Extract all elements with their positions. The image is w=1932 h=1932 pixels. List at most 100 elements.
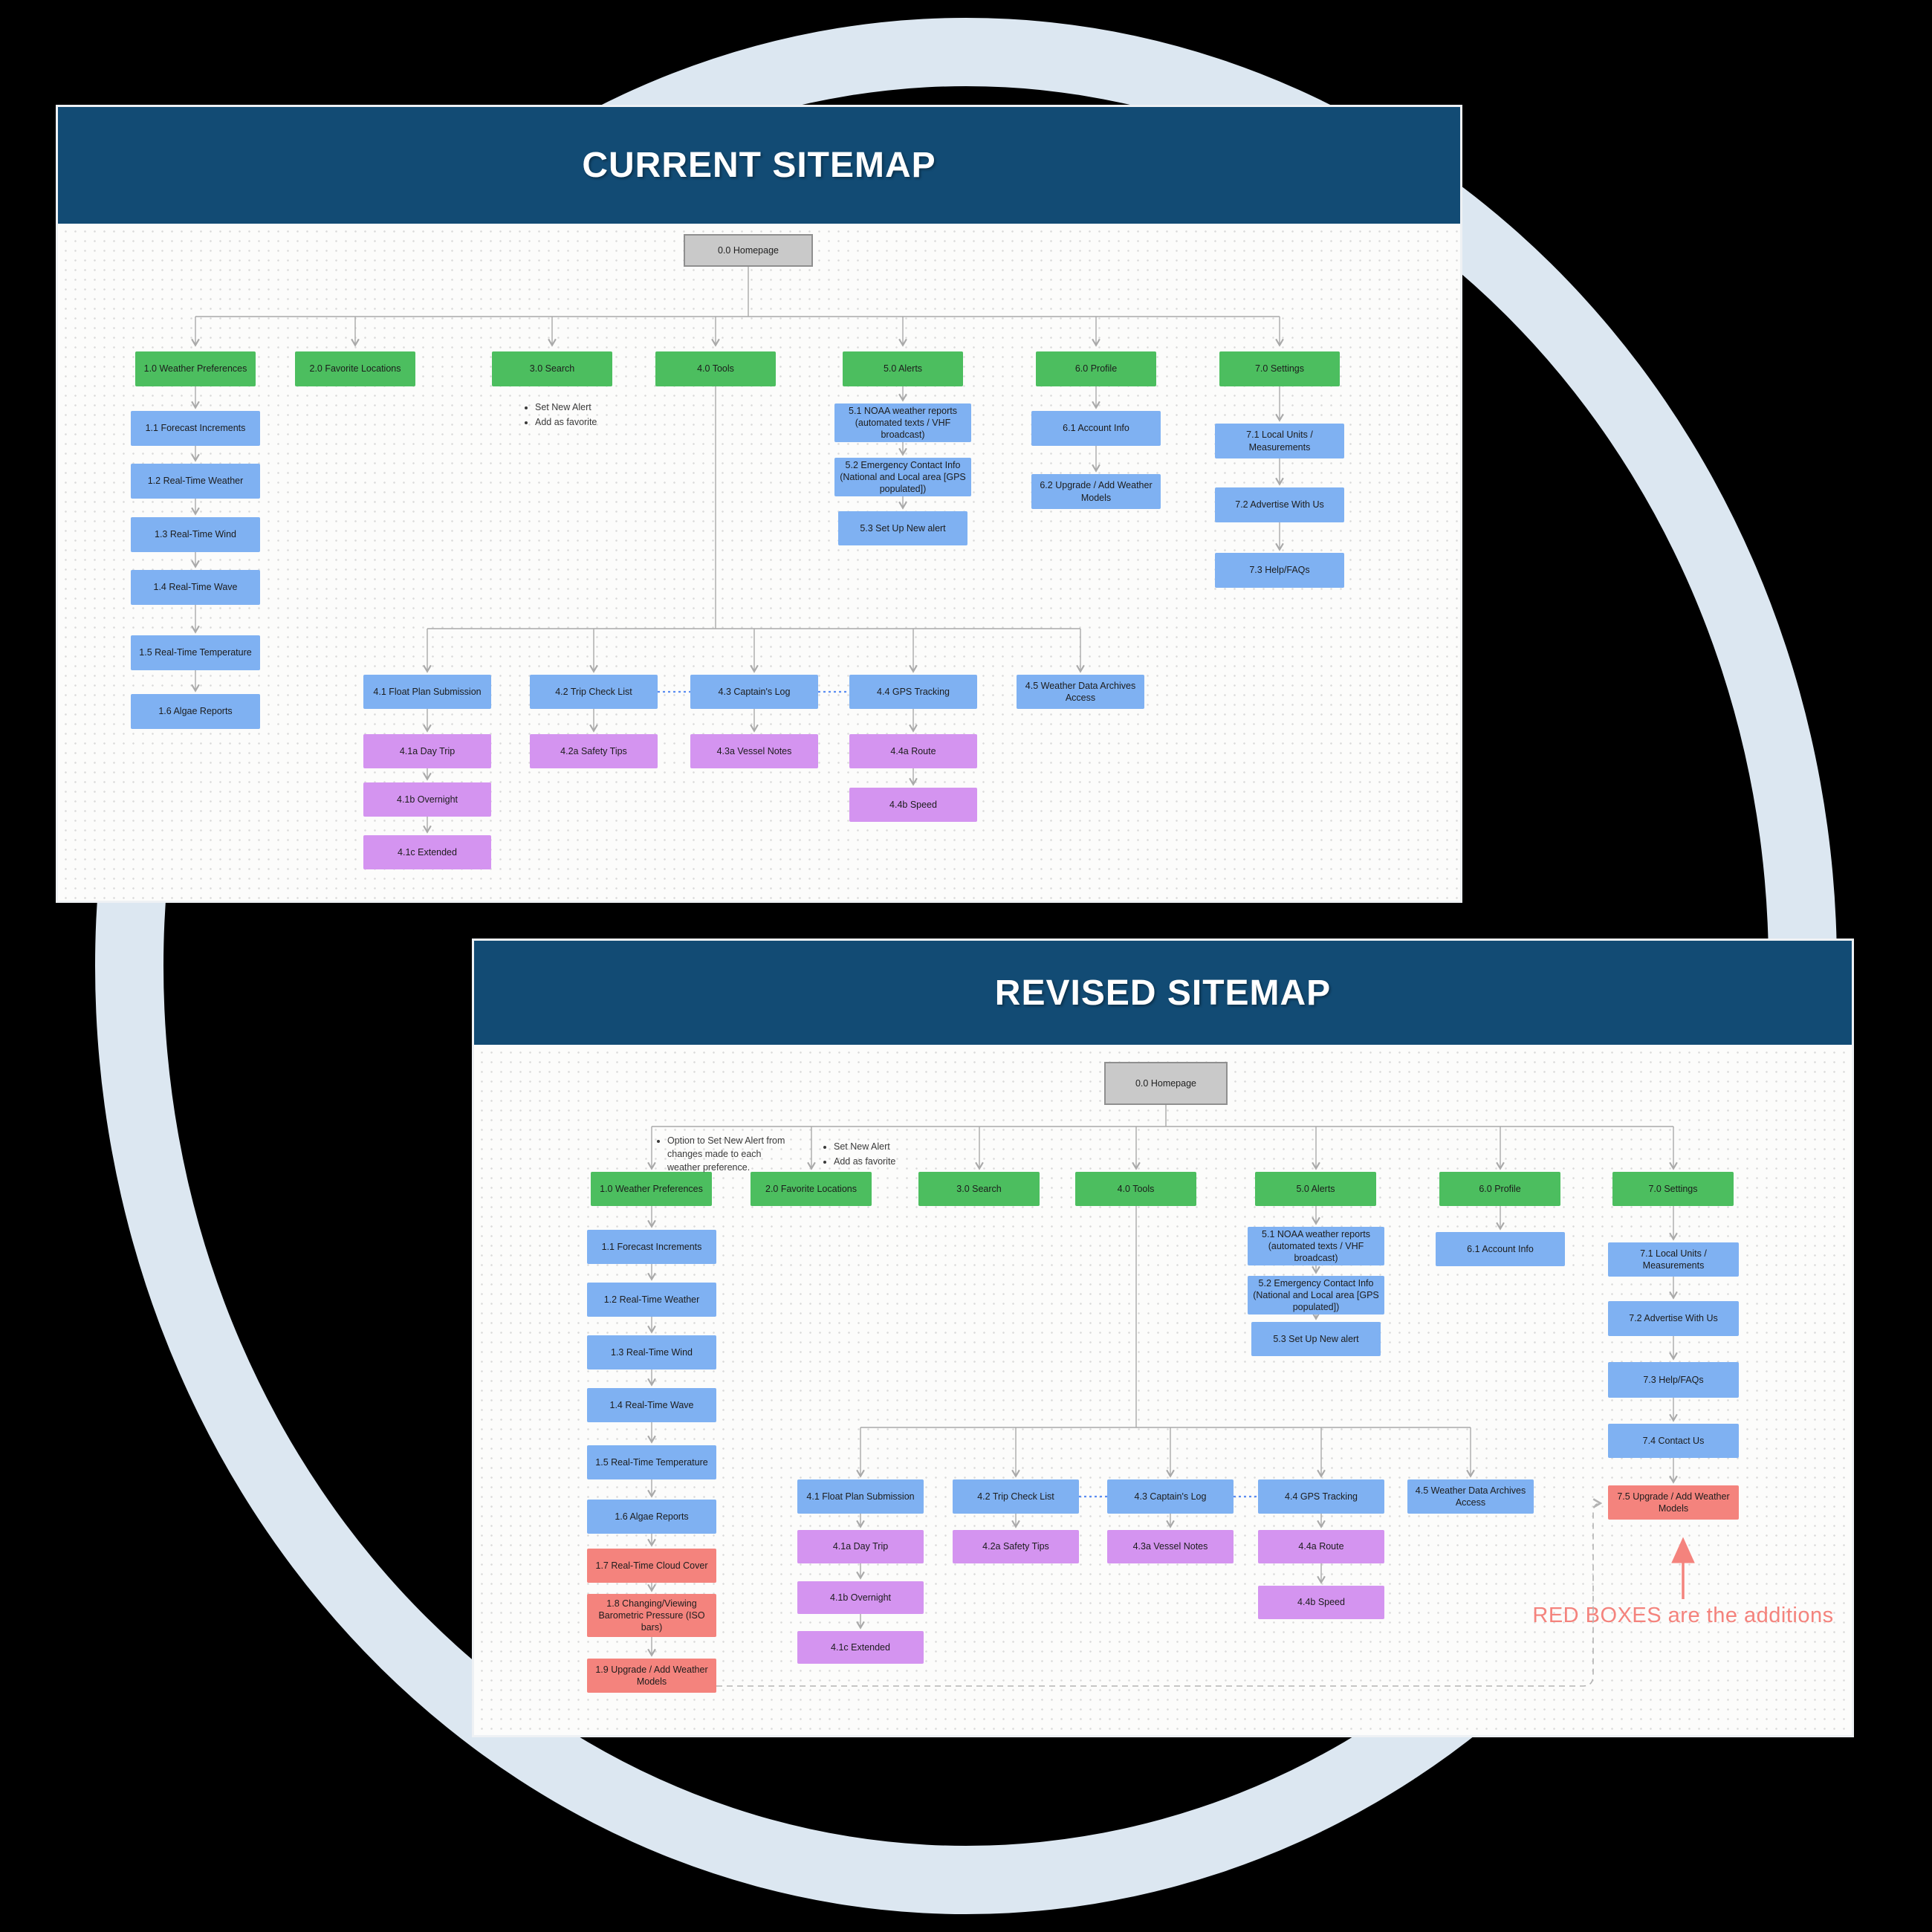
node-label: 7.5 Upgrade / Add Weather Models (1617, 1491, 1730, 1514)
node-label: 4.1b Overnight (830, 1592, 891, 1603)
node-6-2[interactable]: 6.2 Upgrade / Add Weather Models (1031, 474, 1161, 509)
node-1-7[interactable]: 1.7 Real-Time Cloud Cover (587, 1549, 716, 1583)
node-label: 1.0 Weather Preferences (600, 1183, 703, 1194)
revised-sitemap-panel: REVISED SITEMAP RED BOXES are the additi… (472, 939, 1854, 1737)
node-label: 4.1 Float Plan Submission (806, 1491, 915, 1502)
node-1-3[interactable]: 1.3 Real-Time Wind (131, 517, 260, 552)
node-4-3a[interactable]: 4.3a Vessel Notes (690, 734, 818, 768)
node-4-4a[interactable]: 4.4a Route (849, 734, 977, 768)
node-7-2[interactable]: 7.2 Advertise With Us (1215, 487, 1344, 522)
note-bullet: Option to Set New Alert from changes mad… (667, 1134, 792, 1174)
node-label: 4.0 Tools (1117, 1183, 1155, 1194)
node-4-0[interactable]: 4.0 Tools (655, 351, 776, 386)
node-4-4b[interactable]: 4.4b Speed (849, 788, 977, 822)
node-1-3[interactable]: 1.3 Real-Time Wind (587, 1335, 716, 1369)
node-6-1[interactable]: 6.1 Account Info (1436, 1232, 1565, 1266)
node-label: 4.4 GPS Tracking (1285, 1491, 1358, 1502)
node-1-6[interactable]: 1.6 Algae Reports (131, 694, 260, 729)
node-label: 1.2 Real-Time Weather (603, 1294, 700, 1305)
node-1-2[interactable]: 1.2 Real-Time Weather (587, 1283, 716, 1317)
node-4-3a[interactable]: 4.3a Vessel Notes (1107, 1530, 1234, 1563)
node-label: 4.1b Overnight (397, 794, 458, 805)
node-1-2[interactable]: 1.2 Real-Time Weather (131, 464, 260, 499)
node-4-2a[interactable]: 4.2a Safety Tips (953, 1530, 1079, 1563)
node-7-2[interactable]: 7.2 Advertise With Us (1608, 1301, 1739, 1336)
node-label: 1.4 Real-Time Wave (153, 582, 238, 593)
node-5-1[interactable]: 5.1 NOAA weather reports (automated text… (834, 403, 971, 442)
node-4-5[interactable]: 4.5 Weather Data Archives Access (1407, 1479, 1534, 1514)
node-4-1a[interactable]: 4.1a Day Trip (363, 734, 491, 768)
node-4-1b[interactable]: 4.1b Overnight (363, 782, 491, 817)
node-4-1a[interactable]: 4.1a Day Trip (797, 1530, 924, 1563)
node-3-0[interactable]: 3.0 Search (492, 351, 612, 386)
node-7-1[interactable]: 7.1 Local Units / Measurements (1215, 424, 1344, 458)
node-5-2[interactable]: 5.2 Emergency Contact Info (National and… (834, 458, 971, 496)
node-4-1[interactable]: 4.1 Float Plan Submission (363, 675, 491, 709)
node-4-3[interactable]: 4.3 Captain's Log (690, 675, 818, 709)
node-4-2[interactable]: 4.2 Trip Check List (530, 675, 658, 709)
node-label: 4.2 Trip Check List (555, 686, 632, 697)
node-label: 1.1 Forecast Increments (145, 423, 246, 434)
node-label: 6.0 Profile (1479, 1183, 1521, 1194)
node-7-1[interactable]: 7.1 Local Units / Measurements (1608, 1242, 1739, 1277)
node-4-1c[interactable]: 4.1c Extended (797, 1631, 924, 1664)
node-4-0[interactable]: 4.0 Tools (1075, 1172, 1196, 1206)
node-7-5[interactable]: 7.5 Upgrade / Add Weather Models (1608, 1485, 1739, 1520)
note-bullet: Add as favorite (834, 1155, 942, 1168)
node-4-1c[interactable]: 4.1c Extended (363, 835, 491, 869)
node-4-2[interactable]: 4.2 Trip Check List (953, 1479, 1079, 1514)
node-0-0[interactable]: 0.0 Homepage (684, 234, 813, 267)
node-0-0[interactable]: 0.0 Homepage (1104, 1062, 1228, 1105)
node-5-3[interactable]: 5.3 Set Up New alert (1251, 1322, 1381, 1356)
node-5-1[interactable]: 5.1 NOAA weather reports (automated text… (1248, 1227, 1384, 1265)
node-1-8[interactable]: 1.8 Changing/Viewing Barometric Pressure… (587, 1594, 716, 1637)
node-7-0[interactable]: 7.0 Settings (1612, 1172, 1734, 1206)
node-7-3[interactable]: 7.3 Help/FAQs (1608, 1362, 1739, 1398)
node-label: 1.2 Real-Time Weather (147, 476, 244, 487)
node-1-6[interactable]: 1.6 Algae Reports (587, 1500, 716, 1534)
node-6-0[interactable]: 6.0 Profile (1439, 1172, 1560, 1206)
node-1-0[interactable]: 1.0 Weather Preferences (135, 351, 256, 386)
node-5-0[interactable]: 5.0 Alerts (843, 351, 963, 386)
node-1-1[interactable]: 1.1 Forecast Increments (587, 1230, 716, 1264)
node-label: 1.9 Upgrade / Add Weather Models (595, 1664, 708, 1687)
node-4-3[interactable]: 4.3 Captain's Log (1107, 1479, 1234, 1514)
node-2-0[interactable]: 2.0 Favorite Locations (751, 1172, 872, 1206)
node-1-4[interactable]: 1.4 Real-Time Wave (587, 1388, 716, 1422)
note-bullet: Set New Alert (834, 1140, 942, 1153)
node-2-0[interactable]: 2.0 Favorite Locations (295, 351, 415, 386)
node-1-9[interactable]: 1.9 Upgrade / Add Weather Models (587, 1659, 716, 1693)
node-1-5[interactable]: 1.5 Real-Time Temperature (131, 635, 260, 670)
node-7-3[interactable]: 7.3 Help/FAQs (1215, 553, 1344, 588)
node-label: 5.2 Emergency Contact Info (National and… (840, 459, 966, 495)
node-4-4a[interactable]: 4.4a Route (1258, 1530, 1384, 1563)
node-5-0[interactable]: 5.0 Alerts (1255, 1172, 1376, 1206)
node-label: 4.3 Captain's Log (1134, 1491, 1207, 1502)
node-1-5[interactable]: 1.5 Real-Time Temperature (587, 1445, 716, 1479)
node-5-3[interactable]: 5.3 Set Up New alert (838, 511, 967, 545)
node-label: 1.5 Real-Time Temperature (595, 1456, 708, 1468)
node-5-2[interactable]: 5.2 Emergency Contact Info (National and… (1248, 1276, 1384, 1315)
node-label: 7.4 Contact Us (1642, 1435, 1705, 1446)
node-label: 4.5 Weather Data Archives Access (1025, 680, 1136, 703)
node-label: 4.4a Route (890, 745, 936, 756)
node-4-4b[interactable]: 4.4b Speed (1258, 1586, 1384, 1619)
node-4-1[interactable]: 4.1 Float Plan Submission (797, 1479, 924, 1514)
node-4-4[interactable]: 4.4 GPS Tracking (1258, 1479, 1384, 1514)
node-7-4[interactable]: 7.4 Contact Us (1608, 1424, 1739, 1458)
node-1-4[interactable]: 1.4 Real-Time Wave (131, 570, 260, 605)
node-6-1[interactable]: 6.1 Account Info (1031, 411, 1161, 446)
node-3-0[interactable]: 3.0 Search (918, 1172, 1040, 1206)
node-4-2a[interactable]: 4.2a Safety Tips (530, 734, 658, 768)
node-4-5[interactable]: 4.5 Weather Data Archives Access (1017, 675, 1144, 709)
node-6-0[interactable]: 6.0 Profile (1036, 351, 1156, 386)
node-1-0[interactable]: 1.0 Weather Preferences (591, 1172, 712, 1206)
node-label: 6.1 Account Info (1063, 423, 1129, 434)
node-4-1b[interactable]: 4.1b Overnight (797, 1581, 924, 1614)
node-7-0[interactable]: 7.0 Settings (1219, 351, 1340, 386)
node-4-4[interactable]: 4.4 GPS Tracking (849, 675, 977, 709)
node-1-1[interactable]: 1.1 Forecast Increments (131, 411, 260, 446)
note: Set New AlertAdd as favorite (525, 401, 644, 430)
